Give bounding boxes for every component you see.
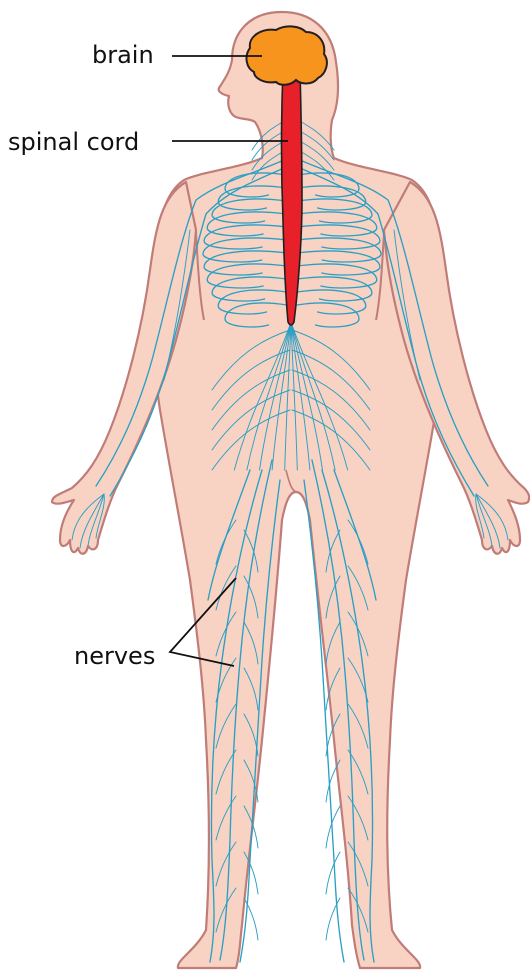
nerves-label: nerves <box>74 642 155 670</box>
brain-label: brain <box>92 41 154 69</box>
nerve-branch-103 <box>326 852 340 894</box>
spinal-cord-label: spinal cord <box>8 128 139 156</box>
